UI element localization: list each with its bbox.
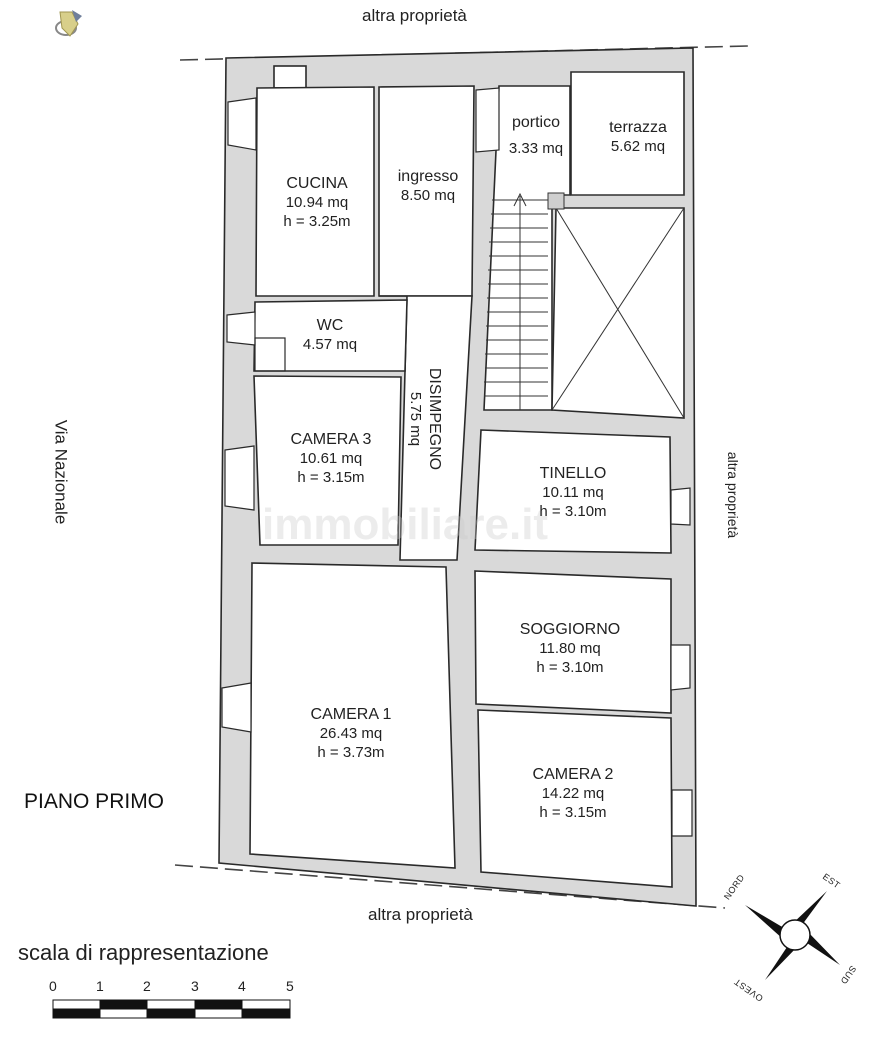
- compass-rose-icon: [745, 891, 840, 980]
- room-label-camera2: CAMERA 2 14.22 mq h = 3.15m: [532, 766, 614, 821]
- scale-title: scala di rappresentazione: [18, 940, 269, 965]
- wc-fixture: [254, 337, 286, 372]
- room-label-camera3: CAMERA 3 10.61 mq h = 3.15m: [290, 431, 372, 486]
- room-label-ingresso: ingresso 8.50 mq: [397, 168, 459, 204]
- rooms: [249, 65, 685, 888]
- boundary-label-bottom: altra proprietà: [368, 905, 473, 924]
- scale-bar: [52, 999, 291, 1019]
- windows: [221, 87, 693, 837]
- room-camera2: [477, 709, 673, 888]
- scale-tick-4: 4: [238, 978, 246, 994]
- room-wc: [253, 299, 408, 372]
- room-tinello: [474, 429, 672, 554]
- scale-tick-1: 1: [96, 978, 104, 994]
- room-label-terrazza: terrazza 5.62 mq: [609, 119, 667, 155]
- room-label-tinello: TINELLO 10.11 mq h = 3.10m: [539, 465, 607, 520]
- scale-tick-3: 3: [191, 978, 199, 994]
- room-label-portico: portico 3.33 mq: [508, 114, 564, 157]
- scale-tick-5: 5: [286, 978, 294, 994]
- street-label: Via Nazionale: [51, 419, 71, 525]
- room-label-cucina: CUCINA 10.94 mq h = 3.25m: [283, 175, 351, 230]
- room-cucina: [255, 86, 375, 297]
- stairwell-void: [551, 207, 685, 419]
- room-camera1: [249, 562, 456, 869]
- room-soggiorno: [474, 570, 672, 714]
- app-logo-icon: [55, 10, 82, 37]
- room-disimpegno: [379, 295, 473, 561]
- room-label-camera1: CAMERA 1 26.43 mq h = 3.73m: [310, 706, 392, 761]
- scale-tick-2: 2: [143, 978, 151, 994]
- scale-tick-0: 0: [49, 978, 57, 994]
- watermark: immobiliare.it: [262, 500, 549, 549]
- stair-details: [484, 192, 685, 419]
- boundary-label-top: altra proprietà: [362, 6, 467, 25]
- room-camera3: [253, 375, 402, 546]
- room-label-soggiorno: SOGGIORNO 11.80 mq h = 3.10m: [519, 621, 621, 676]
- floor-title: PIANO PRIMO: [24, 790, 165, 813]
- boundary-label-right: altra proprietà: [725, 451, 742, 539]
- stair-treads: [484, 192, 548, 410]
- room-label-wc: WC 4.57 mq: [302, 317, 358, 353]
- room-label-disimpegno: DISIMPEGNO 5.75 mq: [407, 367, 443, 471]
